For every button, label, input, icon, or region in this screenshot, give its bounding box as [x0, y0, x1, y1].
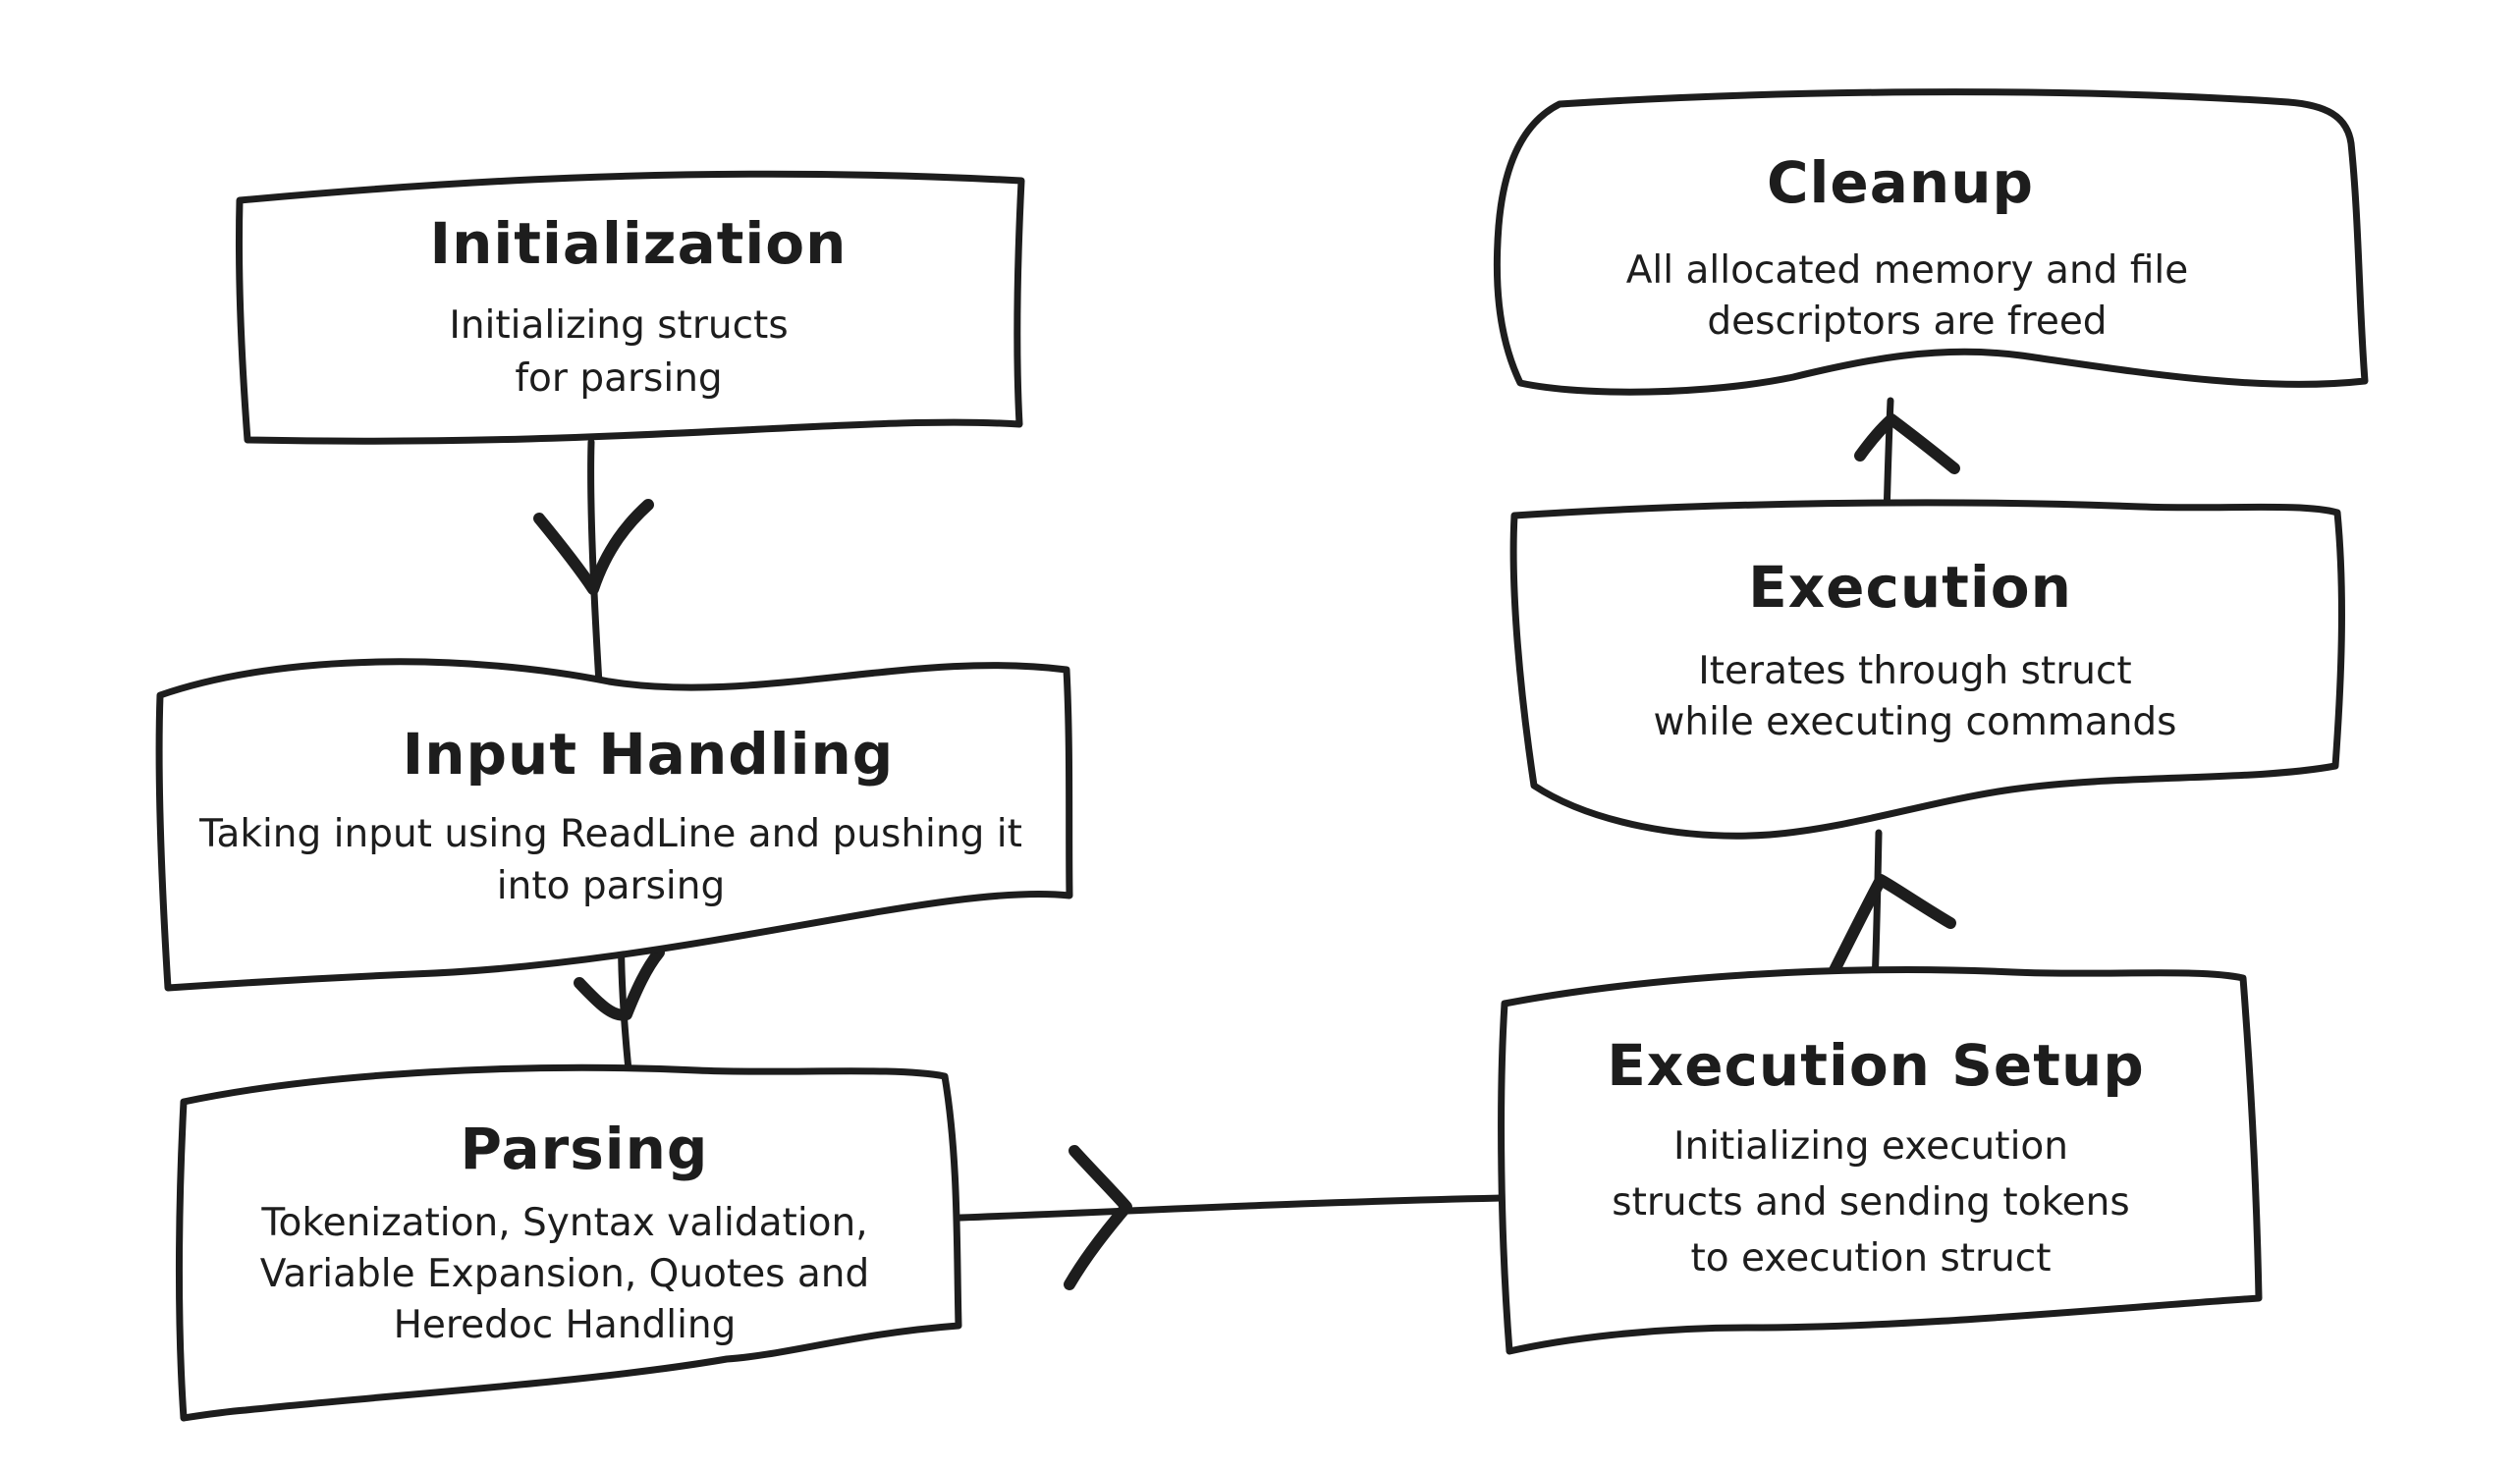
node-execution-setup-outline	[1498, 966, 2263, 1355]
node-cleanup-desc-line2: descriptors are freed	[1707, 300, 2107, 344]
edge-line	[587, 438, 603, 687]
edge-arrowhead-up	[1854, 413, 1960, 474]
edge-parsing-to-execution-setup	[957, 1145, 1507, 1290]
node-input-handling: Input Handling Taking input using ReadLi…	[155, 658, 1073, 992]
edge-arrowhead-down	[574, 947, 665, 1021]
node-parsing-desc-line3: Heredoc Handling	[394, 1303, 737, 1347]
node-parsing-title: Parsing	[461, 1116, 709, 1182]
node-execution-title: Execution	[1748, 554, 2072, 621]
node-initialization-desc-line1: Initializing structs	[449, 303, 788, 348]
node-execution-setup-desc-line1: Initializing execution	[1673, 1124, 2068, 1169]
node-initialization-outline	[235, 170, 1025, 445]
node-cleanup: Cleanup All allocated memory and file de…	[1493, 88, 2369, 396]
node-initialization-desc-line2: for parsing	[515, 356, 722, 401]
edge-arrowhead-right	[1064, 1145, 1132, 1290]
node-execution-setup: Execution Setup Initializing execution s…	[1498, 966, 2263, 1355]
node-input-handling-title: Input Handling	[403, 721, 895, 788]
node-execution-outline	[1509, 499, 2345, 840]
node-input-handling-outline	[155, 658, 1073, 992]
node-initialization-title: Initialization	[430, 210, 848, 277]
node-input-handling-desc-line2: into parsing	[497, 864, 725, 908]
edge-initialization-to-input-handling	[533, 438, 654, 687]
node-parsing-desc-line2: Variable Expansion, Quotes and	[260, 1252, 870, 1296]
node-execution-desc-line1: Iterates through struct	[1698, 649, 2131, 693]
node-execution-desc-line2: while executing commands	[1654, 700, 2177, 744]
node-execution: Execution Iterates through struct while …	[1509, 499, 2345, 840]
node-cleanup-desc-line1: All allocated memory and file	[1626, 248, 2188, 293]
node-initialization: Initialization Initializing structs for …	[235, 170, 1025, 445]
edge-arrowhead-up	[1823, 874, 1956, 988]
node-execution-setup-title: Execution Setup	[1607, 1032, 2145, 1099]
node-cleanup-title: Cleanup	[1767, 149, 2034, 216]
edge-line	[1871, 829, 1883, 988]
node-execution-setup-desc-line2: structs and sending tokens	[1612, 1180, 2129, 1225]
node-parsing-desc-line1: Tokenization, Syntax validation,	[260, 1201, 867, 1245]
node-parsing: Parsing Tokenization, Syntax validation,…	[175, 1063, 962, 1422]
edge-line	[957, 1194, 1507, 1222]
edge-execution-setup-to-execution	[1823, 829, 1956, 988]
edge-arrowhead-down	[533, 499, 654, 595]
node-input-handling-desc-line1: Taking input using ReadLine and pushing …	[198, 812, 1022, 856]
node-execution-setup-desc-line3: to execution struct	[1690, 1236, 2051, 1280]
node-parsing-outline	[175, 1063, 962, 1422]
node-cleanup-outline	[1493, 88, 2369, 396]
